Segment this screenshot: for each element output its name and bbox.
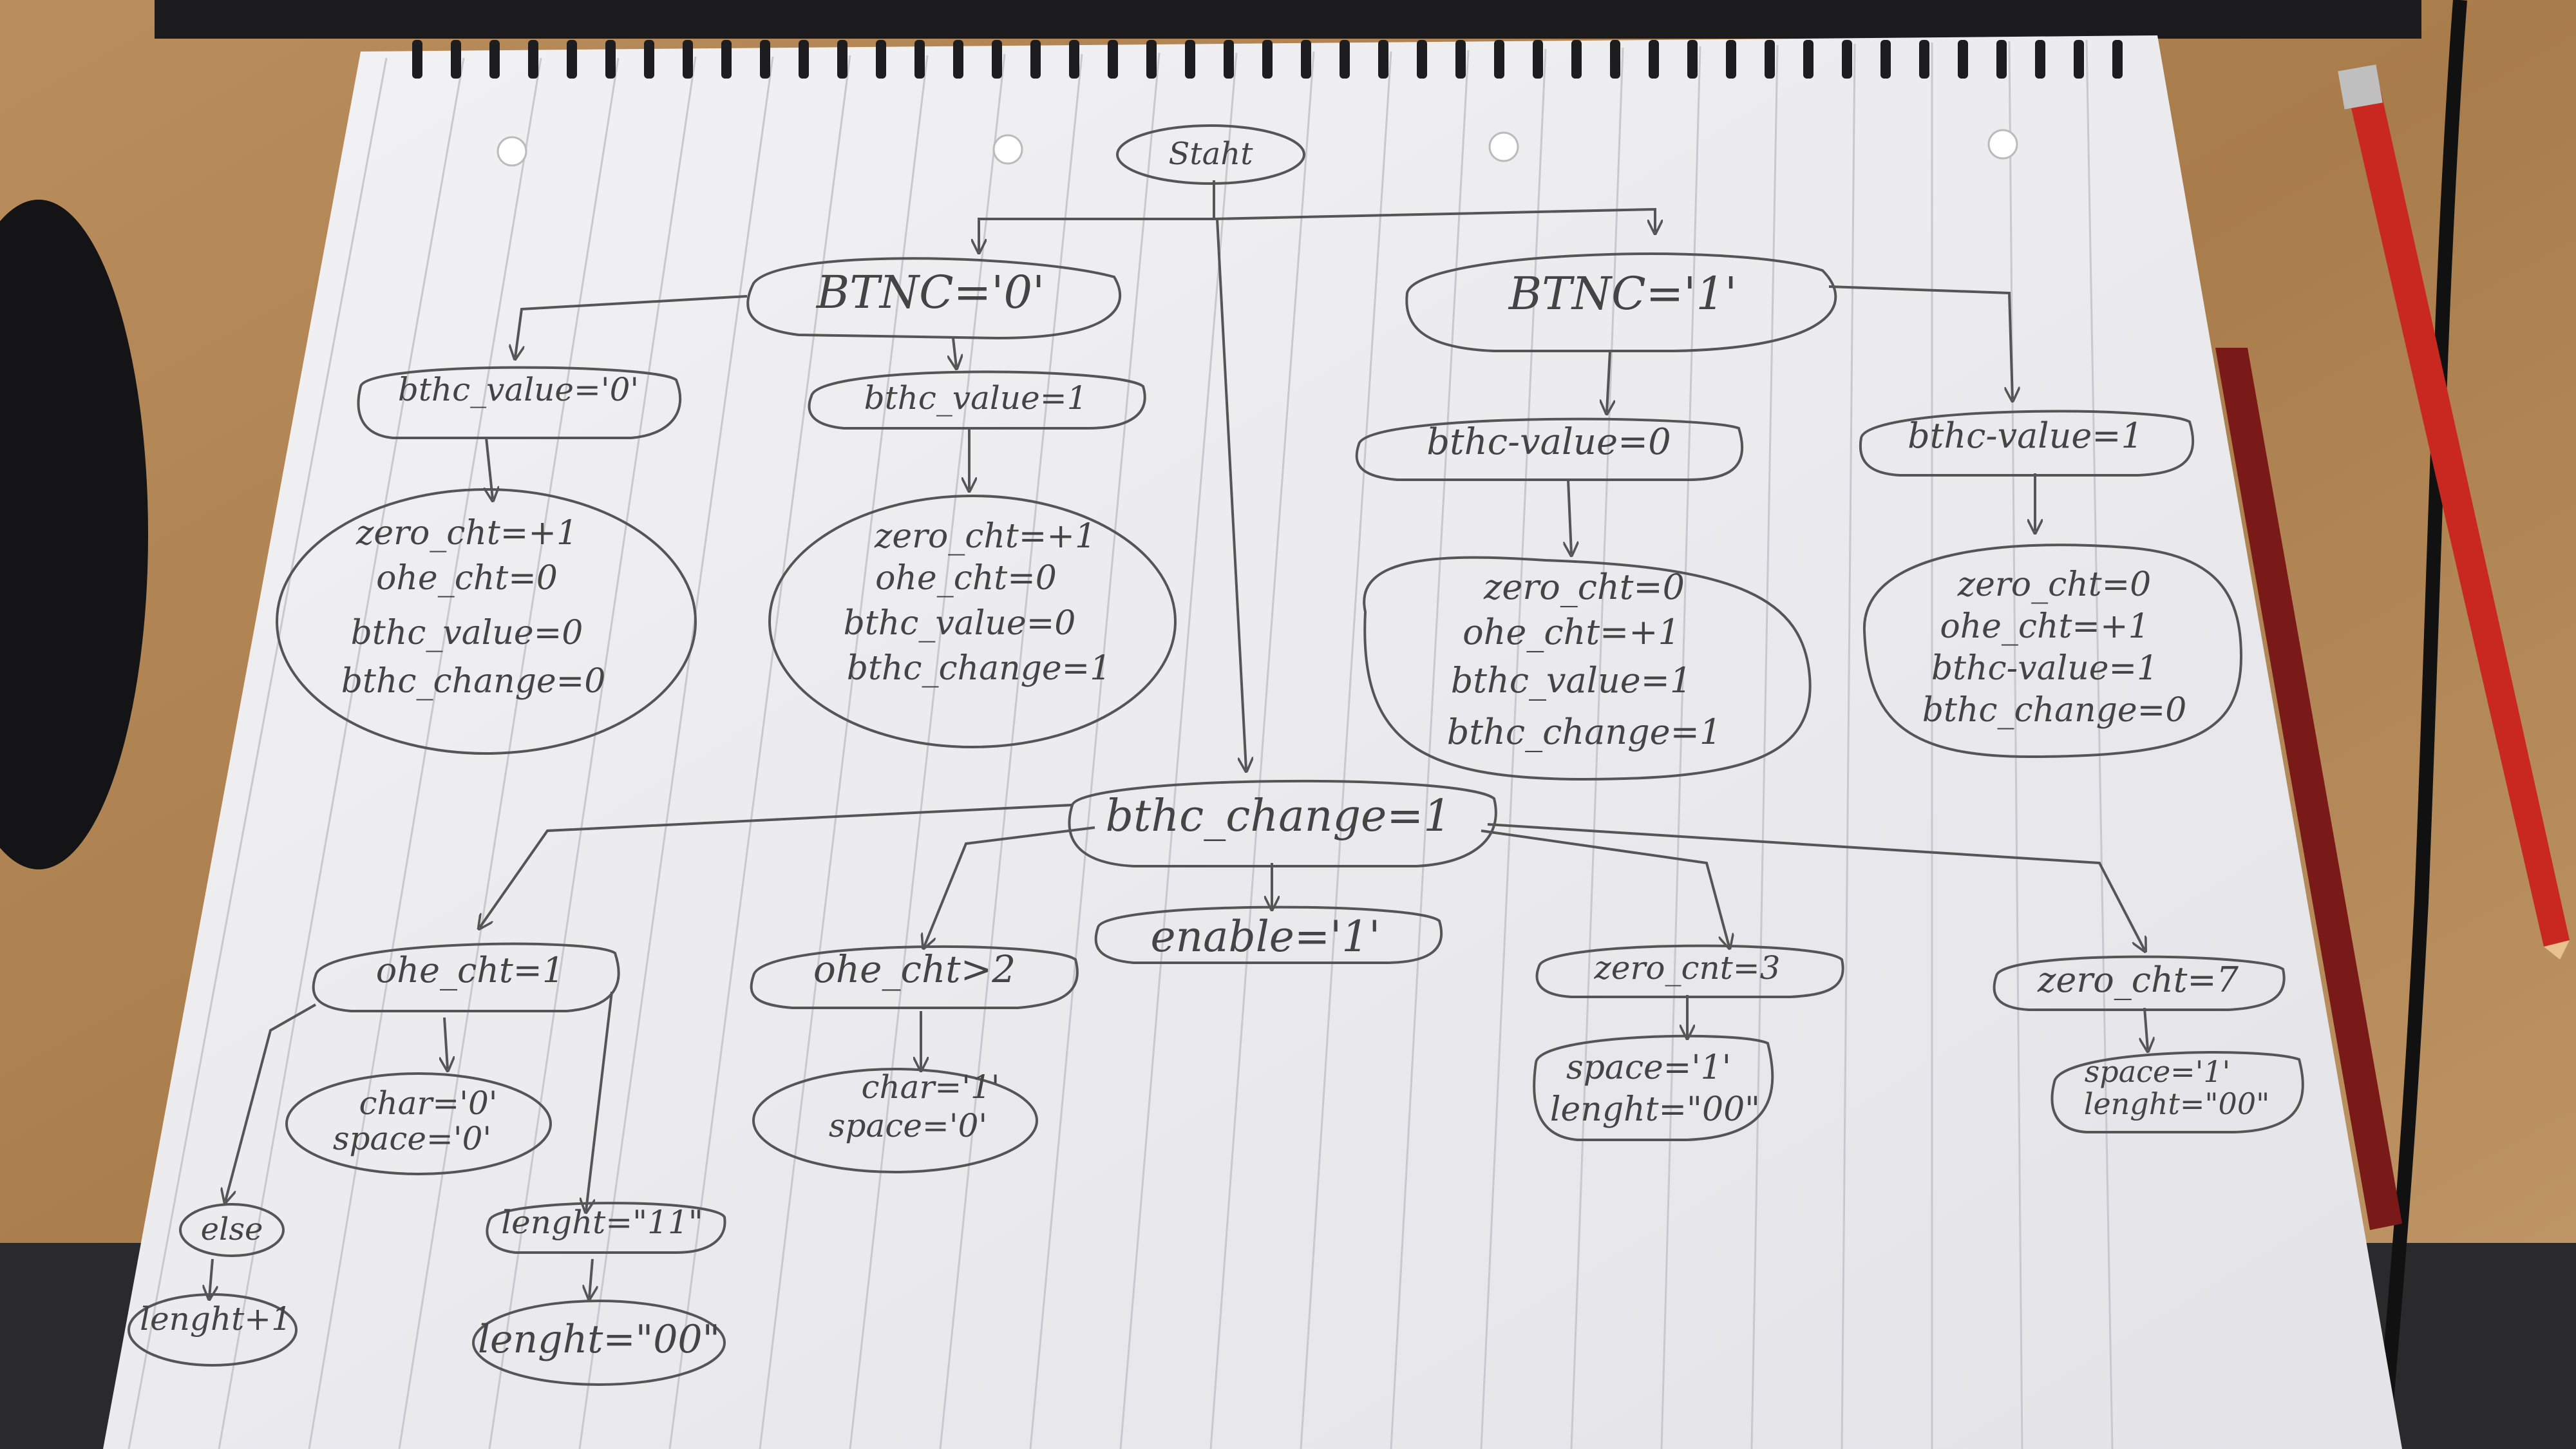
node-change: bthc_change=1 (1068, 779, 1497, 867)
node-value-0-right-label: bthc-value=0 (1426, 421, 1671, 463)
space-3-line-2: lenght="00" (1550, 1090, 1760, 1129)
node-length-00-label: lenght="00" (478, 1317, 720, 1362)
char-0-line-1: char='0' (359, 1084, 497, 1122)
node-value-1-right-label: bthc-value=1 (1908, 415, 2143, 456)
box-4-line-3: bthc-value=1 (1931, 649, 2158, 688)
box-1-line-1: zero_cht=+1 (355, 514, 578, 553)
box-4-line-1: zero_cht=0 (1957, 565, 2152, 604)
node-one-2-label: ohe_cht>2 (813, 947, 1016, 991)
node-char-0: char='0' space='0' (285, 1072, 552, 1175)
node-value-1-left-label: bthc_value=1 (864, 379, 1088, 417)
red-pencil (2338, 64, 2570, 960)
connector-lines (209, 180, 2148, 1298)
node-one-1: ohe_cht=1 (312, 942, 620, 1012)
node-length-11: lenght="11" (486, 1202, 726, 1254)
node-value-1-left: bthc_value=1 (808, 370, 1146, 430)
node-length-00: lenght="00" (472, 1300, 726, 1386)
char-1-line-2: space='0' (829, 1107, 987, 1144)
node-length-plus-label: lenght+1 (140, 1300, 292, 1338)
node-value-0-left-label: bthc_value='0' (398, 371, 639, 408)
node-one-2: ohe_cht>2 (750, 945, 1079, 1009)
node-one-1-label: ohe_cht=1 (376, 950, 565, 990)
node-start: Staht (1116, 124, 1305, 185)
laptop-edge (155, 0, 2421, 39)
node-box-4: zero_cht=0 ohe_cht=+1 bthc-value=1 bthc_… (1862, 544, 2243, 759)
space-3-line-1: space='1' (1566, 1048, 1731, 1087)
node-zero-7-label: zero_cht=7 (2037, 960, 2239, 1000)
paper-lines (128, 39, 2114, 1449)
box-2-line-4: bthc_change=1 (847, 649, 1112, 688)
box-3-line-2: ohe_cht=+1 (1463, 612, 1680, 652)
node-btnc-1-label: BTNC='1' (1508, 267, 1738, 320)
node-btnc-0-label: BTNC='0' (815, 266, 1045, 319)
box-2-line-2: ohe_cht=0 (875, 559, 1057, 598)
char-0-line-2: space='0' (333, 1120, 491, 1157)
node-space-3: space='1' lenght="00" (1533, 1034, 1774, 1141)
spiral-binding (412, 40, 2123, 79)
node-start-label: Staht (1169, 136, 1254, 172)
box-1-line-3: bthc_value=0 (351, 614, 583, 652)
node-value-0-left: bthc_value='0' (357, 366, 682, 439)
box-3-line-1: zero_cht=0 (1483, 567, 1685, 607)
box-4-line-4: bthc_change=0 (1922, 691, 2187, 730)
node-box-2: zero_cht=+1 ohe_cht=0 bthc_value=0 bthc_… (768, 495, 1177, 748)
node-box-1: zero_cht=+1 ohe_cht=0 bthc_value=0 bthc_… (276, 488, 697, 755)
node-space-7: space='1' lenght="00" (2050, 1051, 2304, 1133)
dark-red-pencil (2215, 348, 2402, 1230)
node-value-1-right: bthc-value=1 (1859, 410, 2195, 477)
char-1-line-1: char='1' (861, 1068, 999, 1106)
space-7-line-2: lenght="00" (2084, 1086, 2270, 1121)
box-3-line-4: bthc_change=1 (1447, 712, 1721, 752)
node-btnc-0: BTNC='0' (746, 257, 1122, 340)
punch-holes (497, 129, 2018, 167)
notebook-paper (103, 35, 2402, 1449)
node-zero-3-label: zero_cnt=3 (1594, 949, 1781, 987)
node-length-plus: lenght+1 (128, 1293, 298, 1367)
node-else: else (179, 1203, 285, 1257)
node-enable: enable='1' (1094, 905, 1443, 964)
node-else-label: else (201, 1211, 263, 1247)
space-7-line-1: space='1' (2085, 1054, 2231, 1089)
node-char-1: char='1' space='0' (752, 1068, 1038, 1173)
node-btnc-1: BTNC='1' (1405, 252, 1837, 352)
mouse (0, 200, 148, 869)
node-zero-3: zero_cnt=3 (1535, 944, 1844, 998)
box-2-line-3: bthc_value=0 (844, 604, 1076, 643)
box-3-line-3: bthc_value=1 (1451, 660, 1692, 701)
node-value-0-right: bthc-value=0 (1355, 417, 1744, 481)
box-1-line-4: bthc_change=0 (341, 662, 606, 701)
box-4-line-2: ohe_cht=+1 (1940, 607, 2149, 646)
cable (2376, 0, 2467, 1449)
node-box-3: zero_cht=0 ohe_cht=+1 bthc_value=1 bthc_… (1363, 556, 1812, 781)
node-enable-label: enable='1' (1151, 912, 1381, 961)
box-1-line-2: ohe_cht=0 (376, 559, 558, 598)
node-length-11-label: lenght="11" (501, 1204, 703, 1241)
box-2-line-1: zero_cht=+1 (874, 517, 1096, 556)
node-change-label: bthc_change=1 (1106, 791, 1452, 842)
node-zero-7: zero_cht=7 (1993, 955, 2286, 1011)
